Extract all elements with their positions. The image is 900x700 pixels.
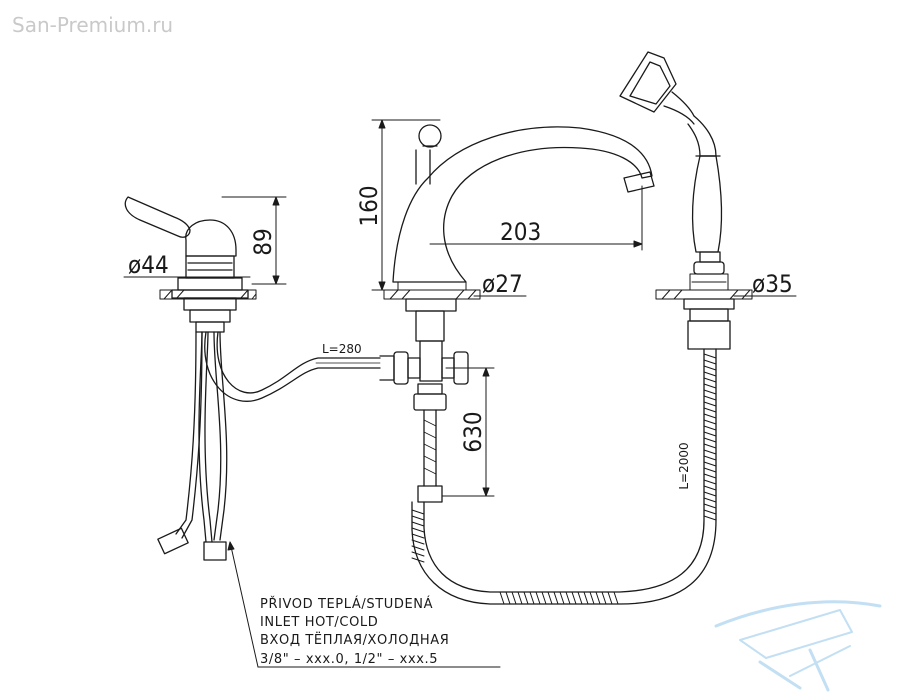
inlet-note-sizes: 3/8" – xxx.0, 1/2" – xxx.5 (260, 652, 438, 667)
spout-reach-label: 203 (500, 218, 541, 246)
hose-length-label: L=2000 (677, 442, 691, 489)
connector-hose (204, 331, 381, 402)
lever-deck-hatch (159, 289, 257, 300)
lever-diameter-label: ø44 (128, 251, 169, 279)
lever-height-label: 89 (249, 228, 277, 255)
inlet-note-en: INLET HOT/COLD (260, 615, 378, 630)
spout-height-label: 160 (355, 185, 383, 226)
shower-hose (411, 348, 717, 605)
shower-deck-hatch (655, 273, 753, 300)
spout (392, 124, 655, 283)
spout-diameter-label: ø27 (482, 270, 523, 298)
inlet-dimension-lines (441, 367, 495, 497)
shower-holder-body (683, 298, 735, 350)
lever-dimension-lines (123, 196, 287, 285)
shower-diameter-label: ø35 (752, 270, 793, 298)
inlet-length-label: 630 (459, 411, 487, 452)
spout-dimension-lines (371, 119, 643, 297)
inlet-note-leader (227, 541, 501, 668)
spout-deck-hatch (383, 281, 481, 300)
lever-inlet-hoses (157, 331, 228, 561)
mixer-lever (124, 196, 249, 333)
connector-length-label: L=280 (322, 342, 362, 356)
inlet-note-cz: PŘIVOD TEPLÁ/STUDENÁ (260, 596, 433, 612)
inlet-note-ru: ВХОД ТЁПЛАЯ/ХОЛОДНАЯ (260, 632, 449, 648)
watermark-logo (714, 600, 882, 692)
watermark-text: San-Premium.ru (12, 13, 173, 37)
hand-shower (619, 51, 725, 275)
spout-valve-body (379, 298, 469, 503)
